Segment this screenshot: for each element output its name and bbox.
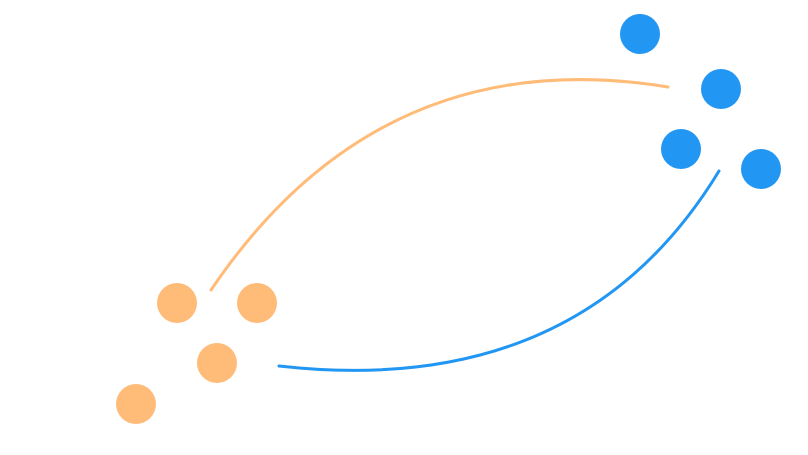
blue-dot xyxy=(741,149,781,189)
blue-arc xyxy=(277,169,721,372)
blue-dot xyxy=(701,69,741,109)
connections xyxy=(209,78,721,372)
orange-dot xyxy=(237,283,277,323)
orange-dot xyxy=(157,283,197,323)
blue-dot xyxy=(661,129,701,169)
orange-cluster xyxy=(116,283,277,424)
orange-arc xyxy=(209,78,670,292)
orange-dot xyxy=(116,384,156,424)
blue-cluster xyxy=(620,14,781,189)
blue-dot xyxy=(620,14,660,54)
orange-dot xyxy=(197,343,237,383)
